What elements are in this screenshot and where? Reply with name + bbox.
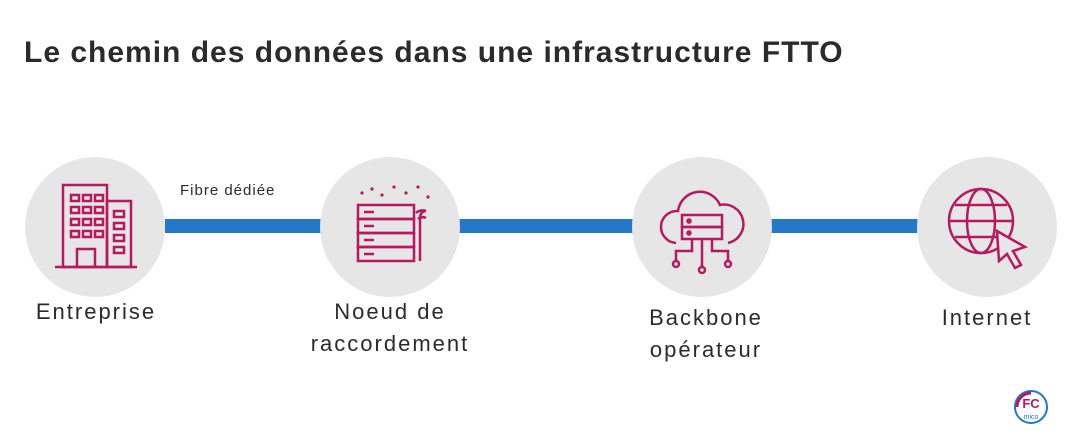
fibre-link-2 (455, 219, 640, 233)
node-label-noeud: Noeud de raccordement (310, 299, 470, 356)
fibre-link-1 (165, 219, 325, 233)
server-rack-icon (356, 185, 430, 263)
node-backbone (632, 157, 772, 297)
link-label: Fibre dédiée (180, 182, 276, 199)
svg-text:mico: mico (1024, 414, 1039, 421)
node-label-backbone: Backbone opérateur (649, 305, 763, 362)
fibre-link-3 (765, 219, 925, 233)
node-entreprise (25, 157, 165, 297)
building-icon (55, 183, 137, 269)
globe-cursor-icon (947, 187, 1029, 270)
node-label-internet: Internet (941, 305, 1033, 330)
node-internet (917, 157, 1057, 297)
fcmico-logo: FC mico (1014, 390, 1048, 424)
cloud-server-icon (659, 190, 745, 275)
diagram-title: Le chemin des données dans une infrastru… (24, 36, 844, 69)
node-label-entreprise: Entreprise (35, 299, 157, 324)
node-noeud (320, 157, 460, 297)
svg-text:FC: FC (1022, 396, 1040, 411)
